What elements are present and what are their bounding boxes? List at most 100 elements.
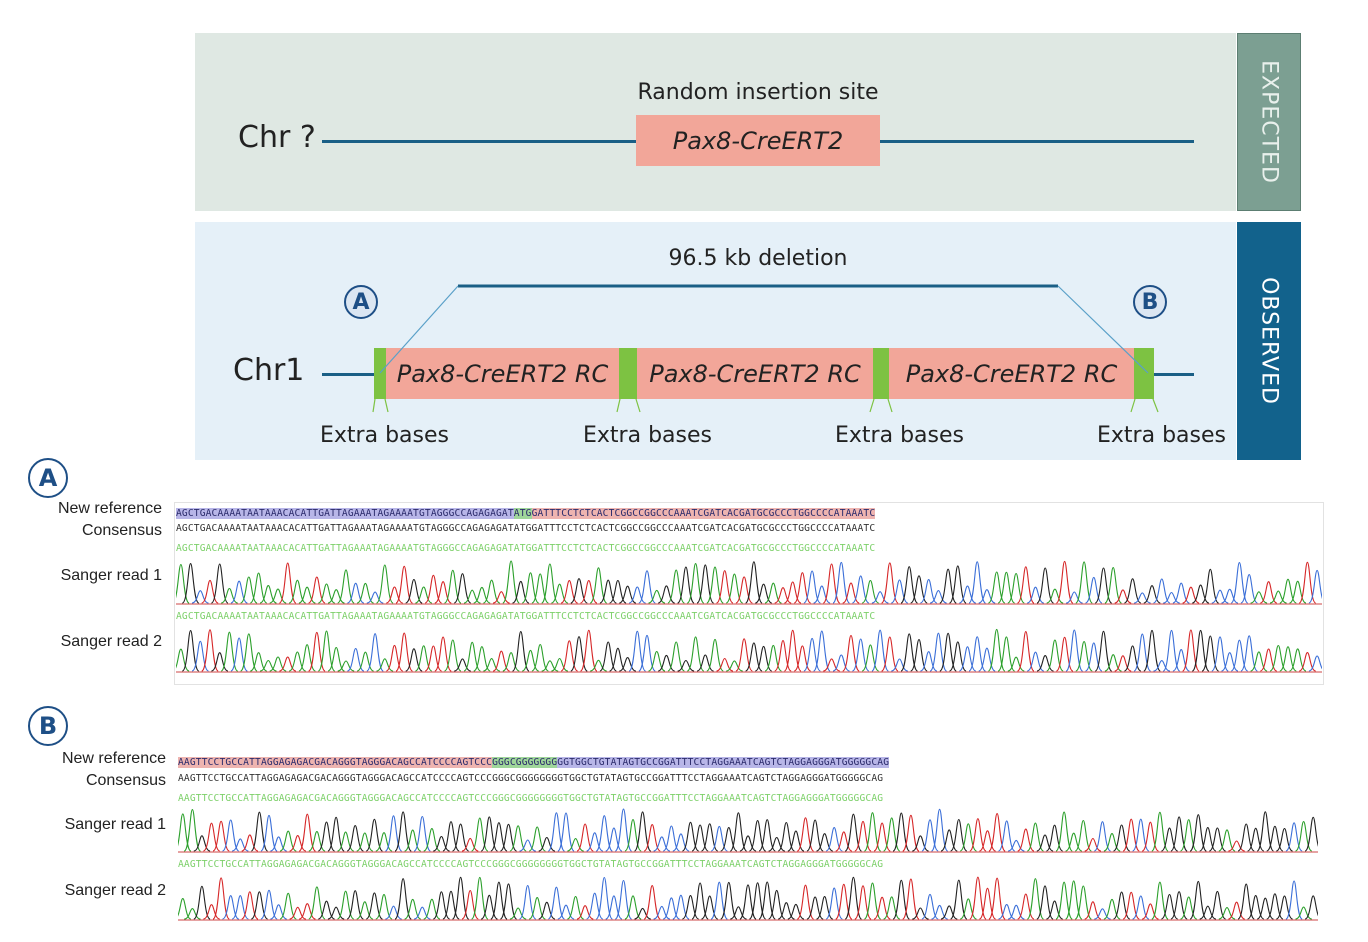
chromatogram-peak-A <box>706 638 724 672</box>
panel-a-ref-segment-3: GATTTCCTCTCACTCGGCCGGCCCAAATCGATCACGATGC… <box>531 508 876 519</box>
chromatogram-peak-C <box>547 886 566 920</box>
chromatogram-peak-G <box>758 881 776 920</box>
extra-tick-2a <box>616 398 621 413</box>
chromatogram-peak-T <box>881 636 899 672</box>
chromatogram-peak-T <box>1298 561 1317 604</box>
chromatogram-peak-G <box>490 881 508 920</box>
chromatogram-peak-C <box>260 889 278 920</box>
chromatogram-peak-T <box>576 823 594 852</box>
chromatogram-peak-A <box>959 898 977 920</box>
chromatogram-peak-A <box>861 579 879 604</box>
panel-a-ref-segment-1: AGCTGACAAAATAATAAACACATTGATTAGAAATAGAAAA… <box>176 508 514 519</box>
chromatogram-peak-G <box>327 906 345 920</box>
chromatogram-peak-A <box>269 656 287 672</box>
chromatogram-peak-C <box>968 561 987 604</box>
chromatogram-peak-T <box>1084 901 1102 920</box>
chromatogram-peak-T <box>201 629 219 672</box>
chromatogram-peak-C <box>825 887 843 920</box>
chromatogram-peak-C <box>998 820 1016 852</box>
chromatogram-peak-G <box>1189 880 1207 920</box>
chromatogram-peak-G <box>251 891 268 920</box>
chromatogram-peak-T <box>424 574 442 604</box>
chromatogram-peak-G <box>749 820 767 852</box>
chromatogram-peak-T <box>1055 560 1074 604</box>
chromatogram-peak-C <box>638 570 656 604</box>
chromatogram-peak-A <box>1027 822 1044 852</box>
extra-tick-1a <box>372 398 376 413</box>
chromatogram-peak-C <box>638 634 656 672</box>
chromatogram-peak-G <box>394 811 412 852</box>
chromatogram-peak-G <box>950 879 968 920</box>
chromatogram-peak-A <box>1269 590 1287 604</box>
chromatogram-peak-A <box>444 639 462 672</box>
panel-b-consensus-label: Consensus <box>85 772 166 789</box>
chromatogram-peak-A <box>404 898 422 920</box>
chromatogram-peak-G <box>1143 629 1161 672</box>
chromatogram-peak-G <box>599 641 617 672</box>
chromatogram-peak-C <box>547 812 566 852</box>
chromatogram-peak-A <box>528 897 546 920</box>
chromatogram-peak-C <box>852 575 870 604</box>
panel-b-label: B <box>28 706 68 746</box>
chromatogram-peak-G <box>609 647 627 672</box>
chromatogram-peak-A <box>356 582 374 604</box>
chromatogram-peak-A <box>988 571 1006 604</box>
chromatogram-peak-C <box>1153 578 1171 604</box>
chromatogram-peak-G <box>1036 885 1054 920</box>
chromatogram-peak-C <box>929 590 947 604</box>
chromatogram-peak-G <box>720 881 738 920</box>
chromatogram-peak-G <box>900 633 919 672</box>
chromatogram-peak-G <box>1304 816 1318 852</box>
chromatogram-peak-C <box>1132 818 1150 852</box>
chromatogram-peak-G <box>691 824 709 852</box>
extra-tick-3a <box>869 398 875 413</box>
chromatogram-peak-C <box>1153 660 1171 672</box>
chromatogram-peak-A <box>528 826 546 852</box>
chromatogram-peak-A <box>1289 648 1307 672</box>
chromatogram-peak-C <box>1240 574 1258 604</box>
panel-b-read1-label: Sanger read 1 <box>64 816 166 833</box>
junction-a-marker: A <box>344 285 378 319</box>
chromatogram-peak-C <box>413 815 431 852</box>
expected-chrom-line-left <box>322 140 636 143</box>
panel-a-read1-seq: AGCTGACAAAATAATAAACACATTGATTAGAAATAGAAAA… <box>176 543 876 554</box>
chromatogram-peak-A <box>667 641 685 672</box>
chromatogram-peak-T <box>308 576 326 604</box>
chromatogram-peak-C <box>1093 821 1111 852</box>
chromatogram-peak-C <box>978 589 996 604</box>
chromatogram-peak-G <box>1199 905 1217 920</box>
chromatogram-peak-T <box>735 638 753 672</box>
chromatogram-peak-A <box>471 817 489 852</box>
extra-tick-4b <box>1152 398 1159 413</box>
chromatogram-peak-T <box>988 813 1006 852</box>
chromatogram-peak-T <box>1260 648 1278 672</box>
chromatogram-peak-G <box>453 573 472 604</box>
chromatogram-peak-A <box>1295 906 1312 920</box>
chromatogram-peak-G <box>900 566 919 604</box>
chromatogram-peak-T <box>796 884 815 920</box>
chromatogram-peak-A <box>375 894 393 920</box>
chromatogram-peak-A <box>423 828 441 852</box>
chromatogram-peak-C <box>595 815 613 852</box>
chromatogram-peak-A <box>249 572 268 604</box>
chromatogram-peak-C <box>832 654 850 672</box>
chromatogram-peak-A <box>997 571 1015 604</box>
panel-b-read2-seq: AAGTTCCTGCCATTAGGAGAGACGACAGGGTAGGGACAGC… <box>178 859 884 870</box>
panel-b-ref-segment-3: GGTGGCTGTATAGTGCCGGATTTCCTAGGAAATCAGTCTA… <box>557 757 890 768</box>
chromatogram-peak-A <box>863 882 882 920</box>
deletion-label: 96.5 kb deletion <box>668 246 848 271</box>
chromatogram-peak-C <box>825 827 843 852</box>
chromatogram-peak-A <box>463 641 481 672</box>
chromatogram-peak-C <box>518 884 537 920</box>
chromatogram-peak-A <box>1007 656 1025 672</box>
chromatogram-peak-T <box>395 632 414 672</box>
chromatogram-peak-G <box>892 812 910 852</box>
chromatogram-peak-G <box>633 811 652 852</box>
chromatogram-peak-A <box>997 636 1016 672</box>
expected-transgene-box: Pax8-CreERT2 <box>636 115 880 166</box>
observed-panel <box>195 222 1236 460</box>
random-insertion-site-label: Random insertion site <box>637 80 879 105</box>
chromatogram-peak-A <box>279 830 297 852</box>
chromatogram-peak-C <box>1027 586 1044 604</box>
chromatogram-peak-G <box>844 876 863 920</box>
